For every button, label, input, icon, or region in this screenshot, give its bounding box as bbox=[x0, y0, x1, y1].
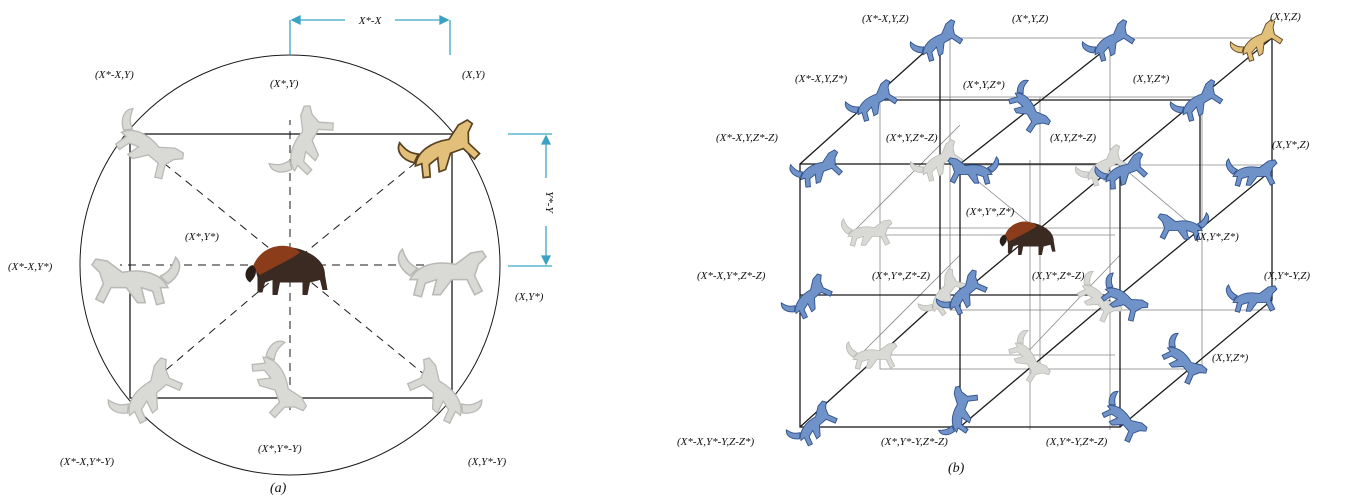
wolf-icon bbox=[840, 218, 893, 247]
bison-icon bbox=[245, 245, 328, 295]
label-a-b: (X*,Y*-Y) bbox=[258, 443, 302, 455]
caption-a: (a) bbox=[270, 481, 287, 496]
wolf-icon bbox=[787, 147, 847, 192]
wolf-icon bbox=[103, 105, 188, 186]
label-b-front-tl: (X*-X,Y,Z*-Z) bbox=[716, 132, 778, 144]
label-b-back-r-low: (X,Y*-Y,Z) bbox=[1264, 270, 1310, 282]
wolf-leader-icon bbox=[1228, 17, 1287, 68]
label-b-right-center: (X,Y*,Z*) bbox=[1196, 231, 1239, 243]
wolf-icon bbox=[104, 353, 189, 434]
wolf-icon bbox=[1225, 158, 1278, 187]
label-b-front-mm: (X*,Y*,Z*-Z) bbox=[872, 270, 930, 282]
label-a-br: (X,Y*-Y) bbox=[468, 456, 507, 468]
label-b-front-bl: (X*-X,Y*-Y,Z-Z*) bbox=[677, 436, 755, 448]
label-b-mid-left: (X*-X,Y,Z*) bbox=[795, 73, 847, 85]
wolf-icon bbox=[266, 101, 340, 188]
label-a-tl: (X*-X,Y) bbox=[95, 69, 134, 81]
dimension-x-label: X*-X bbox=[358, 15, 383, 27]
wolf-icon bbox=[397, 248, 487, 298]
wolf-icon bbox=[1080, 17, 1139, 68]
wolf-leader-icon bbox=[395, 116, 486, 185]
label-b-front-bm: (X*,Y*-Y,Z*-Z) bbox=[881, 436, 948, 448]
wolf-gold-a bbox=[395, 116, 486, 185]
label-a-l: (X*-X,Y*) bbox=[8, 261, 53, 273]
label-b-front-br: (X,Y*-Y,Z*-Z) bbox=[1046, 436, 1108, 448]
wolf-icon bbox=[1168, 77, 1227, 128]
label-b-front-ml: (X*-X,Y*,Z*-Z) bbox=[697, 270, 766, 282]
wolf-icon bbox=[245, 338, 310, 423]
wolf-icon bbox=[843, 77, 902, 128]
label-a-bl: (X*-X,Y*-Y) bbox=[60, 456, 114, 468]
label-b-front-tr: (X,Y,Z*-Z) bbox=[1050, 132, 1096, 144]
label-b-top-mid: (X*,Y,Z) bbox=[1012, 13, 1049, 25]
bison-icon bbox=[999, 221, 1056, 255]
label-a-t: (X*,Y) bbox=[270, 78, 299, 90]
label-a-r: (X,Y*) bbox=[515, 291, 544, 303]
label-b-front-tm: (X*,Y,Z*-Z) bbox=[886, 132, 938, 144]
label-b-mid-center: (X*,Y,Z*) bbox=[963, 79, 1005, 91]
label-b-right-low: (X,Y,Z*) bbox=[1212, 352, 1249, 364]
wolf-icon bbox=[778, 271, 837, 326]
dimension-y-label: Y*-Y bbox=[543, 191, 555, 214]
label-b-mid-right: (X,Y,Z*) bbox=[1133, 73, 1170, 85]
panel-a: X*-X Y*-Y (X*-X,Y) (X*,Y) (X,Y) bbox=[8, 12, 555, 496]
wolf-icon bbox=[1002, 78, 1053, 137]
panel-b: (X*-X,Y,Z) (X*,Y,Z) (X,Y,Z) (X*-X,Y,Z*) … bbox=[677, 11, 1310, 476]
label-b-back-r-mid: (X,Y*,Z) bbox=[1272, 139, 1310, 151]
wolf-icon bbox=[1225, 284, 1278, 313]
label-b-top-right: (X,Y,Z) bbox=[1270, 11, 1301, 23]
label-a-tr: (X,Y) bbox=[462, 69, 485, 81]
wolf-icon bbox=[947, 156, 1000, 185]
label-b-front-mr: (X,Y*,Z*-Z) bbox=[1032, 270, 1085, 282]
caption-b: (b) bbox=[948, 461, 965, 476]
wolf-icon bbox=[91, 256, 181, 306]
label-a-c: (X*,Y*) bbox=[185, 231, 219, 243]
wolf-gold-b bbox=[1228, 17, 1287, 68]
wolf-icon bbox=[783, 398, 842, 453]
label-b-top-left: (X*-X,Y,Z) bbox=[862, 13, 909, 25]
label-b-center: (X*,Y*,Z*) bbox=[966, 206, 1015, 218]
wolf-icon bbox=[1002, 328, 1053, 387]
wolf-icon bbox=[845, 341, 898, 370]
wolf-icon bbox=[937, 384, 982, 443]
